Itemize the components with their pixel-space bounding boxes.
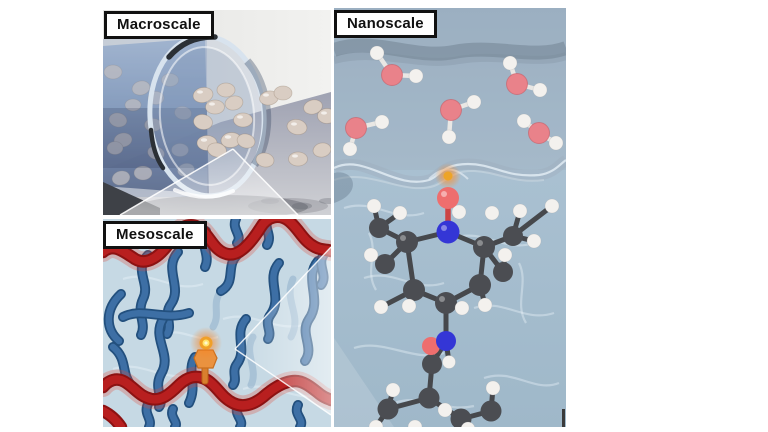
nitroxide-nitrogen [436,220,460,244]
mesoscale-panel: Mesoscale [103,219,331,427]
zoom-cone [119,148,299,215]
water-molecule [369,45,424,86]
glass-tint [103,39,207,197]
red-polymer-chain-top [103,219,331,272]
radical-electron [443,171,453,181]
nanoscale-panel: Nanoscale [334,8,566,427]
carbonyl-oxygen [422,337,440,355]
macroscale-label: Macroscale [104,11,214,39]
pellets-spilled [255,85,331,210]
pellets-at-mouth [192,82,256,158]
nanoscale-label: Nanoscale [334,10,437,38]
polymer-network-illustration [103,219,331,427]
amide-nitrogen [436,331,456,351]
edge-artifact-mark [562,409,565,427]
zoom-cone [234,246,331,416]
macroscale-panel: Macroscale [103,10,331,215]
water-molecule [502,55,548,98]
water-molecule [516,113,564,151]
water-molecule [342,114,390,157]
nitroxide-oxygen [437,187,459,209]
spin-label-marker [190,327,222,385]
tempo-molecule [363,163,560,427]
molecular-illustration [334,8,566,427]
mesoscale-label: Mesoscale [103,221,207,249]
water-molecule [440,94,482,145]
air-wave-band [334,38,566,66]
vial-illustration [103,10,331,215]
rim-dark-arc-left [148,127,166,171]
